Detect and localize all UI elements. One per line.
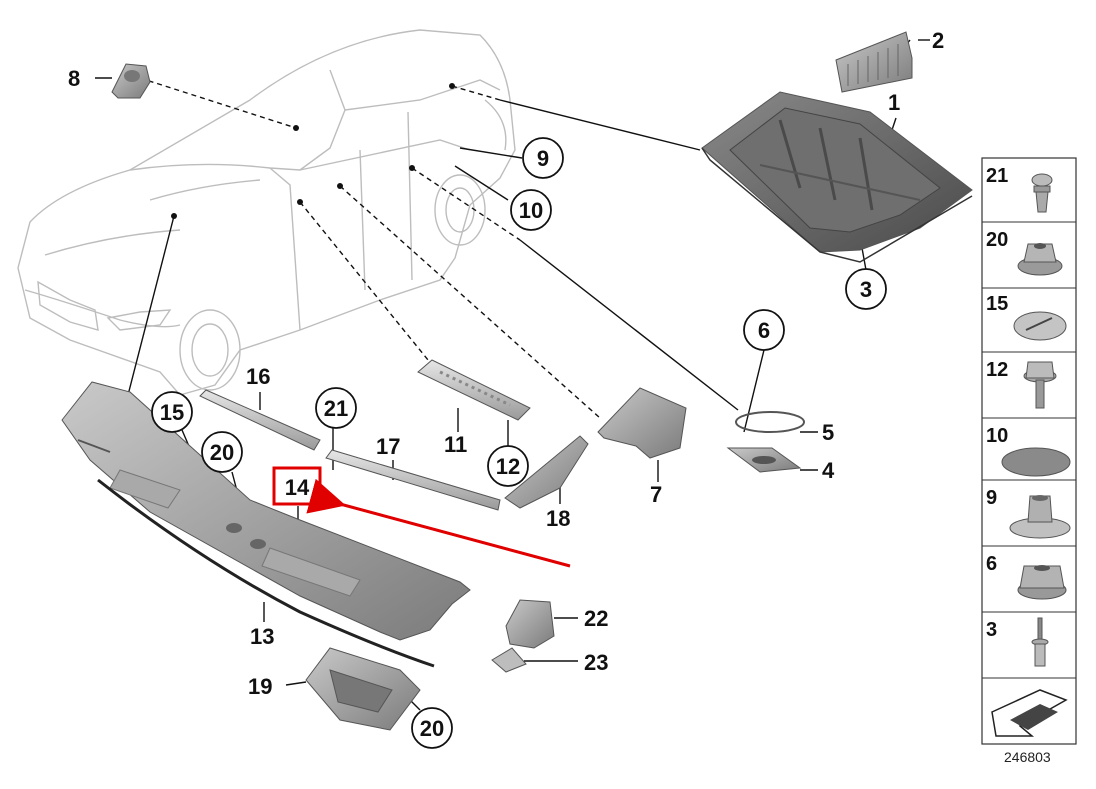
legend-label-6: 6 (986, 553, 997, 575)
flange-nut-icon (1017, 243, 1063, 276)
part-14-cowl-panel (61, 381, 471, 641)
callout-14: 14 (285, 475, 310, 500)
callout-10: 10 (519, 198, 543, 223)
part-16-strip (199, 389, 321, 451)
callout-20-lower: 20 (420, 716, 444, 741)
callout-2: 2 (932, 28, 944, 53)
callout-11: 11 (444, 432, 467, 457)
rivet-icon (1031, 617, 1049, 667)
callout-15: 15 (160, 400, 184, 425)
callout-18: 18 (546, 506, 570, 531)
hex-nut-icon (1017, 565, 1067, 600)
highlight-14: 14 (272, 466, 571, 568)
legend-label-12: 12 (986, 359, 1008, 381)
callouts-circled: 3 6 9 10 12 15 20 21 20 (151, 137, 887, 749)
clip-icon (1031, 173, 1053, 213)
callout-20-upper: 20 (210, 440, 234, 465)
callout-5: 5 (822, 420, 834, 445)
part-1-storage-tray (701, 91, 973, 263)
part-13-seal (97, 478, 435, 668)
part-17-strip (325, 449, 501, 511)
part-2-grille (835, 31, 913, 93)
legend-label-10: 10 (986, 425, 1008, 447)
disc-cover-icon (1001, 447, 1071, 477)
red-arrow (306, 478, 571, 568)
collar-nut-icon (1009, 495, 1071, 539)
callout-13: 13 (250, 624, 274, 649)
plug-icon (1013, 311, 1067, 341)
callout-4: 4 (822, 458, 835, 483)
direction-symbol-icon (991, 689, 1068, 737)
part-19-tray (305, 647, 421, 731)
document-number: 246803 (1004, 749, 1051, 765)
part-11-plate (417, 359, 531, 421)
callout-9: 9 (537, 146, 549, 171)
legend-label-21: 21 (986, 165, 1008, 187)
part-18-bracket (504, 435, 589, 509)
callout-19: 19 (248, 674, 272, 699)
part-23-pad (491, 647, 527, 673)
legend-label-20: 20 (986, 229, 1008, 251)
part-5-ring (735, 411, 805, 433)
callout-7: 7 (650, 482, 662, 507)
callout-12: 12 (496, 454, 520, 479)
callout-23: 23 (584, 650, 608, 675)
legend-label-9: 9 (986, 487, 997, 509)
legend-label-3: 3 (986, 619, 997, 641)
callout-17: 17 (376, 434, 400, 459)
leader-lines (95, 39, 930, 711)
part-8-bracket (111, 63, 151, 99)
vehicle-outline (17, 29, 516, 396)
part-22-piece (505, 599, 555, 649)
callout-8: 8 (68, 66, 80, 91)
callout-21: 21 (324, 396, 348, 421)
callout-1: 1 (888, 90, 900, 115)
callout-3: 3 (860, 277, 872, 302)
legend-label-15: 15 (986, 293, 1008, 315)
part-4-plate (726, 447, 802, 473)
part-7-cover (597, 387, 687, 459)
callout-6: 6 (758, 318, 770, 343)
bolt-icon (1023, 361, 1057, 409)
fastener-legend: 21 20 15 12 10 9 (981, 157, 1077, 745)
callouts-plain: 1 2 4 5 7 8 11 13 16 17 18 19 22 23 (68, 28, 944, 699)
callout-22: 22 (584, 606, 608, 631)
callout-16: 16 (246, 364, 270, 389)
